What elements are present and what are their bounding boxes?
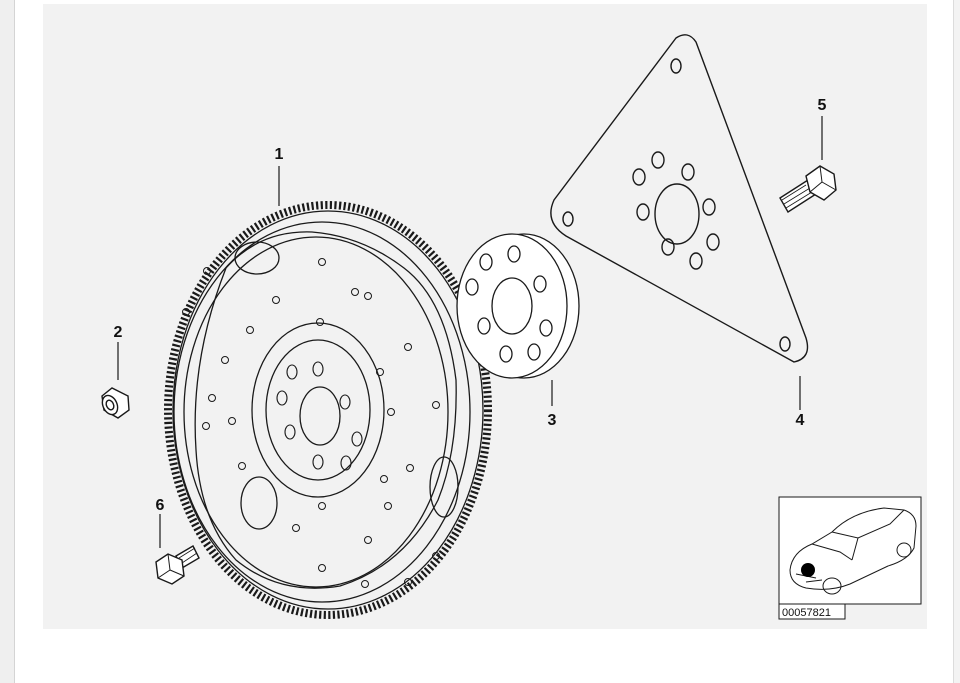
flywheel-rim-holes: [182, 258, 440, 588]
ring-gear-outer: [172, 210, 484, 610]
hex-bolt-part-6[interactable]: [155, 545, 200, 585]
flywheel-inner-rim: [183, 236, 449, 588]
vehicle-location-thumbnail[interactable]: 00057821: [778, 496, 922, 620]
callout-6[interactable]: 6: [156, 497, 165, 514]
spacer-disc-part-3[interactable]: [456, 233, 580, 379]
callout-1[interactable]: 1: [275, 146, 284, 163]
bushing-part-2[interactable]: [99, 387, 130, 419]
window-bottom: [240, 476, 278, 530]
callout-4[interactable]: 4: [796, 412, 805, 429]
flywheel-plate-contour: [194, 231, 457, 589]
callout-2[interactable]: 2: [114, 324, 123, 341]
window-top: [234, 241, 280, 275]
car-outline-icon: [789, 507, 917, 595]
callout-3[interactable]: 3: [548, 412, 557, 429]
ring-gear-teeth: [164, 201, 492, 619]
hub-bore: [299, 386, 341, 446]
hub-outer: [251, 322, 385, 498]
leader-lines: [117, 116, 823, 548]
hub-ring: [265, 339, 371, 481]
right-scroll-rail: [953, 0, 960, 683]
hex-bolt-part-5[interactable]: [779, 165, 837, 213]
flywheel-rim: [173, 221, 471, 603]
flywheel-ring-gear[interactable]: [164, 201, 492, 619]
flywheel-bolt-holes: [276, 361, 363, 471]
location-marker-icon: [801, 563, 815, 577]
thumbnail-ref-number: 00057821: [782, 607, 831, 619]
window-right: [429, 456, 459, 518]
drive-plate-part-4[interactable]: [550, 34, 809, 363]
left-scroll-rail: [0, 0, 15, 683]
callout-5[interactable]: 5: [818, 97, 827, 114]
